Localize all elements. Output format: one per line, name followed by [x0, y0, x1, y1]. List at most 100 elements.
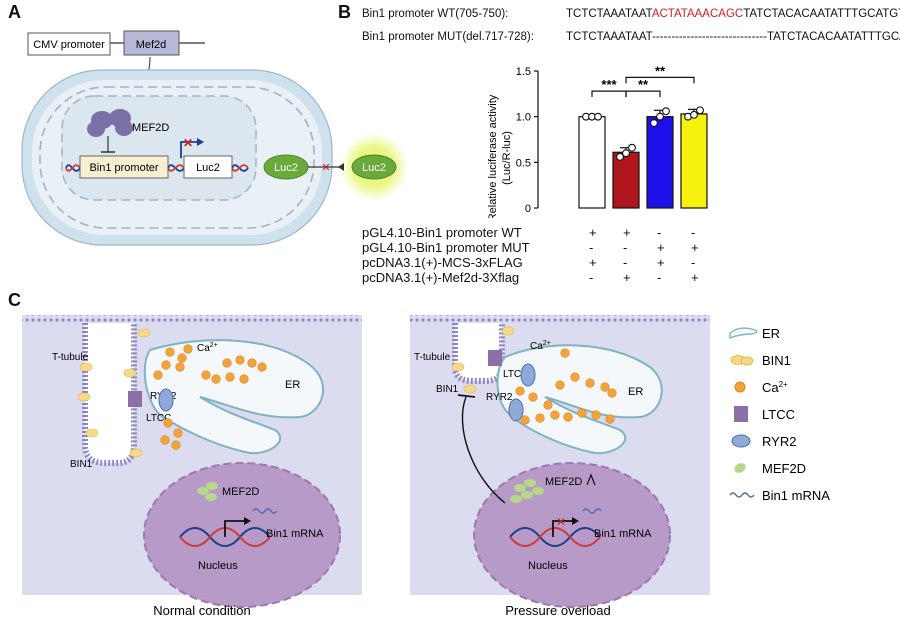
- mef2d-protein-icon: [87, 109, 133, 137]
- mut-label: Bin1 promoter MUT(del.717-728):: [362, 31, 534, 43]
- luc2-glow: Luc2: [338, 133, 408, 201]
- calcium-dot: [177, 353, 187, 363]
- luciferase-bar-chart: 00.51.01.5 ******* Relative luciferase a…: [487, 63, 708, 218]
- y-tick-label: 0: [525, 203, 531, 215]
- calcium-right-group: [515, 348, 617, 425]
- ryr2-right-icon: [520, 363, 536, 387]
- y-axis: 0 0.5 1.0 1.5: [516, 66, 539, 215]
- block-cross-right-icon: ✕: [556, 515, 566, 529]
- calcium-dot: [239, 374, 249, 384]
- y-axis-label-line2: (Luc/R-luc): [501, 131, 513, 185]
- significance-brackets: *******: [591, 63, 695, 98]
- calcium-dot: [165, 347, 175, 357]
- calcium-dot: [563, 412, 573, 422]
- calcium-dot: [585, 378, 595, 388]
- condition-mark: -: [623, 240, 628, 255]
- legend-label: MEF2D: [762, 461, 806, 476]
- bin1-blob: [137, 328, 151, 338]
- significance-label: **: [655, 63, 666, 78]
- legend-label: ER: [762, 326, 780, 341]
- data-point: [662, 107, 670, 116]
- mef2d-gene-label: Mef2d: [136, 39, 167, 51]
- er-icon: [729, 327, 758, 340]
- bin1-left-label: BIN1: [70, 459, 93, 470]
- legend-label: Bin1 mRNA: [762, 488, 830, 503]
- data-point: [594, 112, 602, 121]
- mut-sequence: TCTCTAAATAAT----------------------------…: [566, 31, 900, 43]
- exit-cross-icon: ✕: [321, 162, 330, 174]
- mrna-left-icon: [252, 508, 278, 514]
- bin1-blob: [123, 368, 137, 378]
- bin1-icon: [730, 355, 754, 366]
- mrna-icon: [729, 492, 755, 498]
- condition-label: pGL4.10-Bin1 promoter MUT: [362, 240, 530, 255]
- calcium-dot: [222, 358, 232, 368]
- calcium-dot: [235, 355, 245, 365]
- calcium-dot: [577, 408, 587, 418]
- wt-label: Bin1 promoter WT(705-750):: [362, 8, 509, 20]
- bin1-blob: [79, 362, 93, 372]
- calcium-dot: [257, 362, 267, 372]
- t-tubule-left: [82, 323, 137, 466]
- legend-label: RYR2: [762, 434, 796, 449]
- er-left-label: ER: [285, 379, 300, 391]
- y-tick-label: 1.0: [516, 112, 531, 124]
- mrna-right-label: Bin1 mRNA: [594, 528, 652, 540]
- condition-mark: -: [691, 255, 696, 270]
- nucleus-outline: [61, 95, 257, 201]
- condition-mark: +: [691, 240, 699, 255]
- luc2-protein-label: Luc2: [274, 162, 298, 174]
- bars: [578, 106, 708, 209]
- wt-sequence-row: Bin1 promoter WT(705-750):: [362, 8, 508, 20]
- calcium-dot: [555, 380, 565, 390]
- calcium-dot: [550, 410, 560, 420]
- condition-mark: -: [589, 270, 594, 285]
- calcium-dot: [201, 370, 211, 380]
- er-right-label: ER: [628, 386, 643, 398]
- mef2d-right-icon: [510, 479, 544, 503]
- normal-condition-cell: MEF2D Bin1 mRNA Nucleus T-tubule BIN1 RY…: [22, 315, 362, 608]
- ryr2-left-icon: [158, 388, 174, 412]
- calcium-dot: [535, 413, 545, 423]
- legend-label: LTCC: [762, 407, 795, 422]
- bar-1: [578, 116, 606, 209]
- mef2d-gene-box: [123, 30, 180, 56]
- data-point: [628, 143, 636, 152]
- ltcc-left-icon: [128, 391, 142, 407]
- condition-mark: -: [623, 255, 628, 270]
- condition-mark: +: [623, 225, 631, 240]
- condition-label: pGL4.10-Bin1 promoter WT: [362, 225, 522, 240]
- mrna-left-label: Bin1 mRNA: [266, 528, 324, 540]
- calcium-dot: [160, 435, 170, 445]
- bar-2: [612, 151, 640, 209]
- bin1-blob: [129, 448, 143, 458]
- data-point: [622, 149, 630, 158]
- condition-mark: +: [657, 240, 665, 255]
- panel-c-diagram: MEF2D Bin1 mRNA Nucleus T-tubule BIN1 RY…: [22, 315, 830, 618]
- y-tick-label: 0.5: [516, 157, 531, 169]
- cmv-promoter-label: CMV promoter: [33, 39, 105, 51]
- luc2-glow-label: Luc2: [362, 162, 386, 174]
- data-point: [616, 152, 624, 161]
- calcium-dot: [560, 348, 570, 358]
- legend-label: Ca2+: [762, 380, 788, 395]
- ttubule-left-label: T-tubule: [52, 352, 89, 363]
- condition-mark: -: [589, 240, 594, 255]
- panel-a-diagram: CMV promoter Mef2d MEF2D Bin1 promoter ✕…: [21, 30, 340, 246]
- calcium-dot: [607, 388, 617, 398]
- calcium-dot: [225, 372, 235, 382]
- panel-letter-a: A: [8, 2, 21, 22]
- calcium-dot: [528, 392, 538, 402]
- ryr2-icon: [731, 434, 751, 448]
- inhibition-curve: [461, 396, 506, 504]
- ltcc-icon: [734, 406, 748, 422]
- calcium-dot: [247, 358, 257, 368]
- bin1-right-group: [451, 326, 515, 394]
- bin1-blob: [85, 428, 99, 438]
- cell-dashed-membrane: [39, 86, 315, 229]
- pressure-overload-cell: ✕ MEF2D Bin1 mRNA Nucleus T-tubule BIN1 …: [410, 315, 710, 608]
- mef2d-right-label: MEF2D: [545, 476, 582, 488]
- bar-4: [680, 113, 708, 209]
- y-tick-label: 1.5: [516, 66, 531, 78]
- mut-sequence-row: Bin1 promoter MUT(del.717-728):: [362, 31, 534, 43]
